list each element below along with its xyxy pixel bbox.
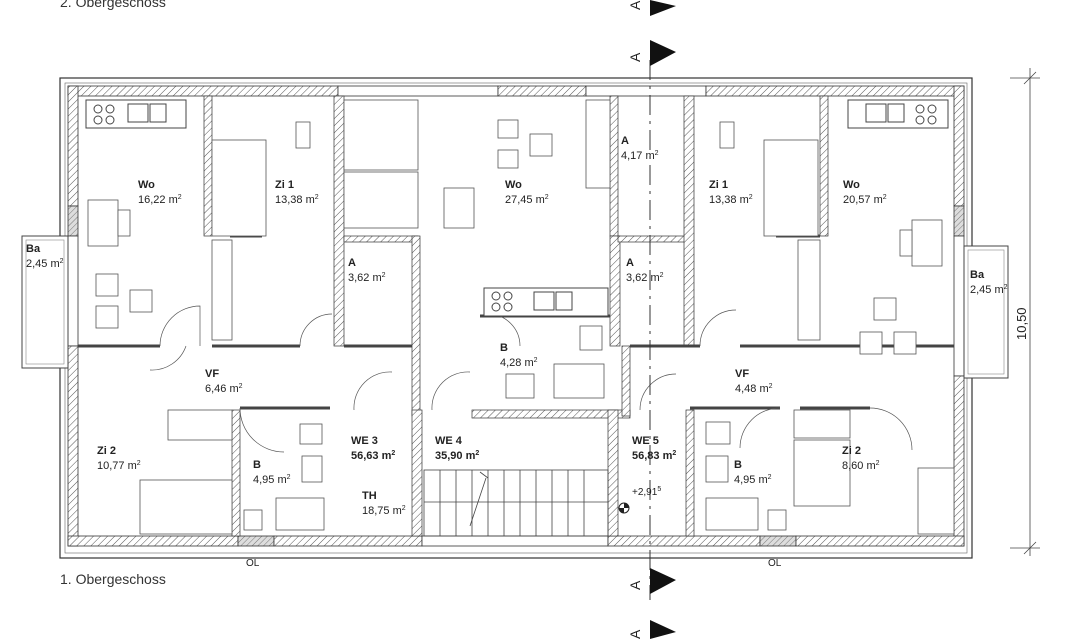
- room-area: 4,17 m2: [621, 150, 659, 162]
- interior-walls: [203, 95, 829, 537]
- room-area: 35,90 m2: [435, 450, 479, 462]
- room-area: 2,45 m2: [970, 284, 1008, 296]
- elevation-marker: [618, 502, 630, 514]
- room-area: 4,95 m2: [734, 474, 772, 486]
- room-name: B: [253, 459, 261, 471]
- room-area: 27,45 m2: [505, 194, 549, 206]
- room-label-zi1-right: Zi 1 13,38 m2: [709, 179, 753, 206]
- room-name: A: [626, 257, 634, 269]
- kitchen-left: [85, 99, 187, 129]
- room-name: Zi 2: [97, 445, 116, 457]
- unit-label-we4: WE 4 35,90 m2: [435, 435, 479, 462]
- room-area: 10,77 m2: [97, 460, 141, 472]
- room-area: 4,48 m2: [735, 383, 773, 395]
- exterior-walls: [59, 77, 973, 559]
- room-area: 8,60 m2: [842, 460, 880, 472]
- room-name: B: [734, 459, 742, 471]
- room-name: Zi 1: [275, 179, 294, 191]
- room-name: Zi 1: [709, 179, 728, 191]
- room-name: Wo: [843, 179, 860, 191]
- room-label-vf-right: VF 4,48 m2: [735, 368, 773, 395]
- room-area: 4,28 m2: [500, 357, 538, 369]
- room-area: 20,57 m2: [843, 194, 887, 206]
- staircase: [423, 469, 609, 537]
- room-area: 3,62 m2: [348, 272, 386, 284]
- furniture: [87, 99, 955, 535]
- room-label-wo-left: Wo 16,22 m2: [138, 179, 182, 206]
- room-label-b-center: B 4,28 m2: [500, 342, 538, 369]
- dimension-label: 10,50: [1014, 307, 1029, 340]
- room-area: 56,63 m2: [351, 450, 395, 462]
- doors: [149, 305, 913, 453]
- room-label-vf-left: VF 6,46 m2: [205, 368, 243, 395]
- unit-label-we3: WE 3 56,63 m2: [351, 435, 395, 462]
- floor-label-top: 2. Obergeschoss: [60, 0, 166, 10]
- room-label-zi2-left: Zi 2 10,77 m2: [97, 445, 141, 472]
- section-marker-0: A: [627, 0, 643, 10]
- kitchen-center: [483, 287, 609, 317]
- ol-label-left: OL: [246, 558, 260, 569]
- room-area: 18,75 m2: [362, 505, 406, 517]
- unit-label-we5: WE 5 56,83 m2: [632, 435, 676, 462]
- room-label-a-left: A 3,62 m2: [348, 257, 386, 284]
- room-name: A: [348, 257, 356, 269]
- room-area: 16,22 m2: [138, 194, 182, 206]
- room-label-ba-right: Ba 2,45 m2: [970, 269, 1008, 296]
- section-marker-1: A: [627, 52, 643, 62]
- room-name: A: [621, 135, 629, 147]
- dimension-line: [1010, 68, 1040, 556]
- ol-label-right: OL: [768, 558, 782, 569]
- balconies: [21, 235, 1009, 379]
- room-name: Wo: [505, 179, 522, 191]
- room-labels: Wo 16,22 m2 Zi 1 13,38 m2 Wo 27,45 m2 A 4,17 m2…: [26, 135, 1008, 517]
- section-line: [649, 0, 676, 639]
- room-label-ba-left: Ba 2,45 m2: [26, 243, 64, 270]
- room-area: 2,45 m2: [26, 258, 64, 270]
- room-name: Wo: [138, 179, 155, 191]
- kitchen-right: [847, 99, 949, 129]
- room-name: Ba: [970, 269, 985, 281]
- floor-label-bottom: 1. Obergeschoss: [60, 571, 166, 587]
- room-label-a-top: A 4,17 m2: [621, 135, 659, 162]
- room-label-wo-right: Wo 20,57 m2: [843, 179, 887, 206]
- room-name: VF: [735, 368, 749, 380]
- room-label-zi1-left: Zi 1 13,38 m2: [275, 179, 319, 206]
- room-name: WE 3: [351, 435, 378, 447]
- room-label-b-right: B 4,95 m2: [734, 459, 772, 486]
- section-marker-2: A: [627, 580, 643, 590]
- room-area: 6,46 m2: [205, 383, 243, 395]
- room-label-a-right: A 3,62 m2: [626, 257, 664, 284]
- room-area: 56,83 m2: [632, 450, 676, 462]
- room-label-wo-center: Wo 27,45 m2: [505, 179, 549, 206]
- room-area: 3,62 m2: [626, 272, 664, 284]
- room-name: B: [500, 342, 508, 354]
- room-name: Ba: [26, 243, 41, 255]
- room-area: 13,38 m2: [275, 194, 319, 206]
- room-label-zi2-right: Zi 2 8,60 m2: [842, 445, 880, 472]
- room-name: WE 5: [632, 435, 659, 447]
- room-name: Zi 2: [842, 445, 861, 457]
- elevation-label: +2,915: [632, 486, 661, 498]
- room-name: VF: [205, 368, 219, 380]
- room-area: 4,95 m2: [253, 474, 291, 486]
- unit-labels: WE 3 56,63 m2 WE 4 35,90 m2 WE 5 56,83 m2: [351, 435, 676, 462]
- section-marker-3: A: [627, 629, 643, 639]
- room-area: 13,38 m2: [709, 194, 753, 206]
- room-label-b-left: B 4,95 m2: [253, 459, 291, 486]
- room-name: TH: [362, 490, 377, 502]
- room-name: WE 4: [435, 435, 463, 447]
- room-label-th: TH 18,75 m2: [362, 490, 406, 517]
